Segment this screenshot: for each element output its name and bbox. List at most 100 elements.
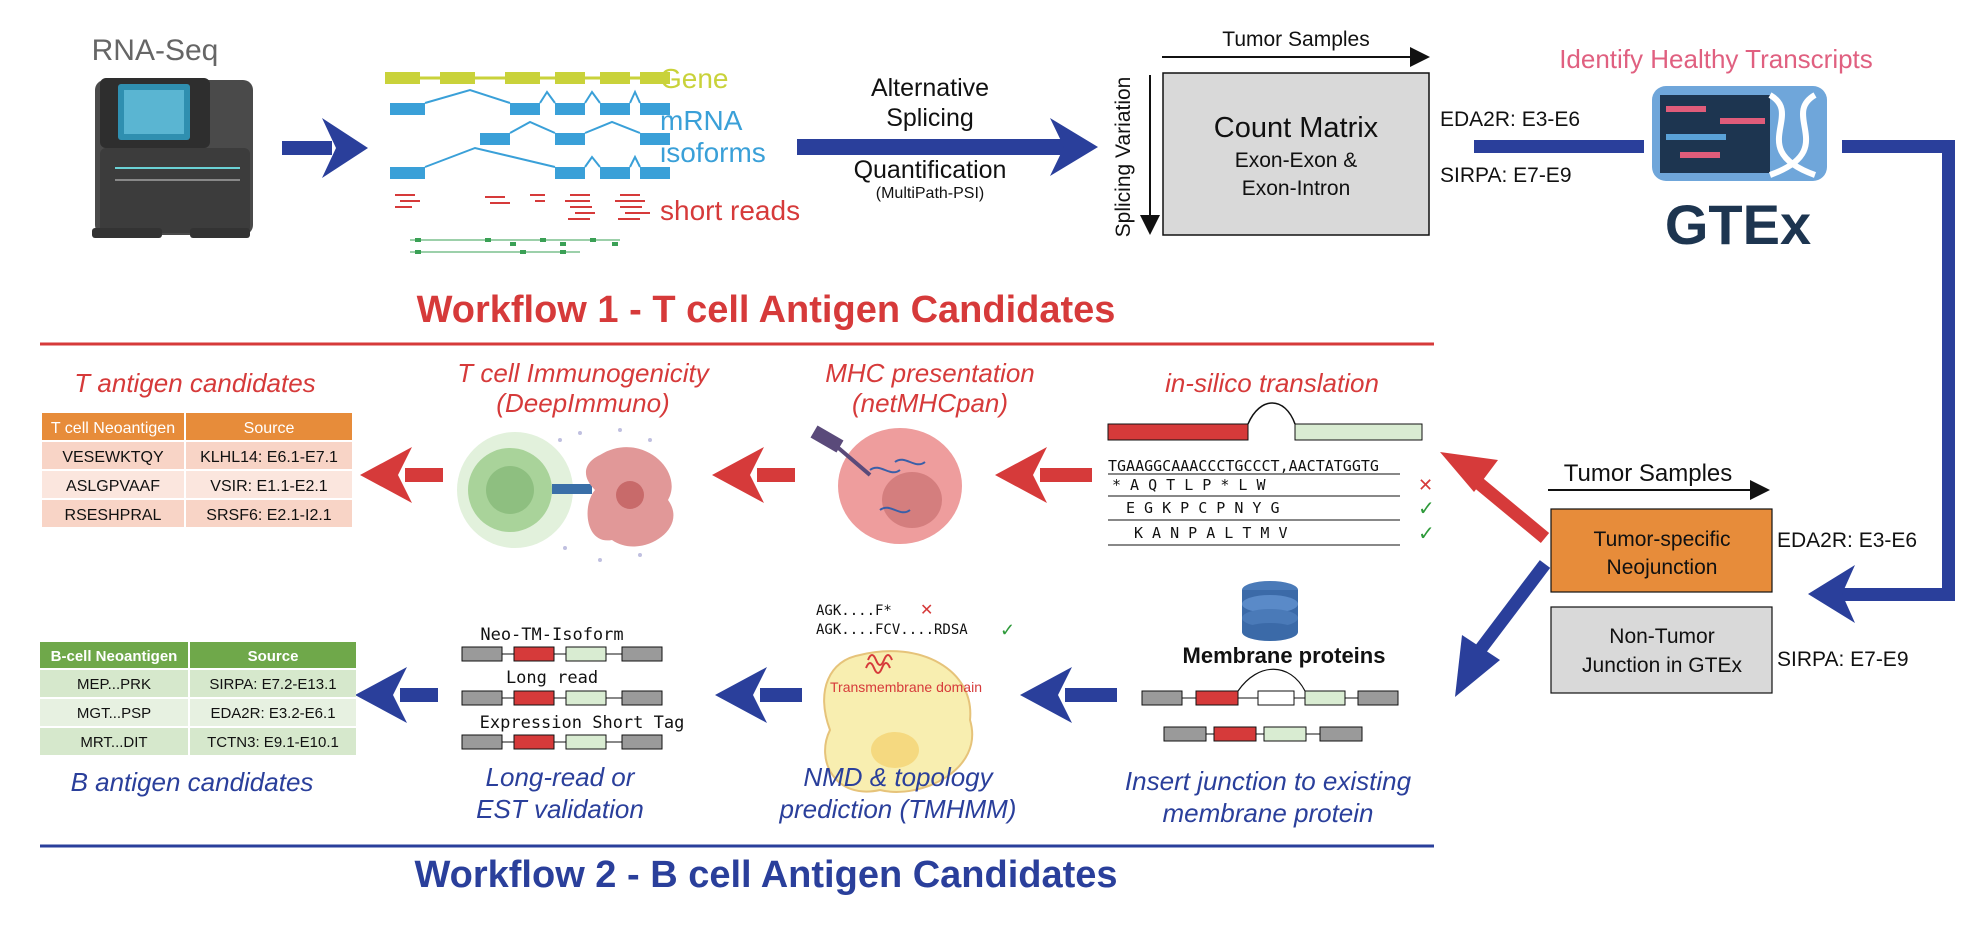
tumor-specific-label-1: Tumor-specific xyxy=(1594,528,1731,551)
frame-2-check-icon: ✓ xyxy=(1418,498,1435,520)
arrow-nmd-to-validation xyxy=(715,667,802,723)
quantification-label: Quantification xyxy=(854,156,1007,184)
b-table-header-neoantigen: B-cell Neoantigen xyxy=(51,648,178,665)
short-reads-label: short reads xyxy=(660,195,800,226)
t-table-header-neoantigen: T cell Neoantigen xyxy=(51,420,175,437)
table-row: VESEWKTQY xyxy=(62,449,164,466)
multipath-label: (MultiPath-PSI) xyxy=(876,185,984,202)
immunogenicity-label-2: (DeepImmuno) xyxy=(496,388,669,418)
table-row: KLHL14: E6.1-E7.1 xyxy=(200,449,338,466)
count-matrix-sub-2: Exon-Intron xyxy=(1242,177,1351,200)
workflow2-title: Workflow 2 - B cell Antigen Candidates xyxy=(414,854,1117,896)
frame-3: K A N P A L T M V xyxy=(1134,524,1288,542)
database-icon xyxy=(1242,581,1298,641)
est-isoform xyxy=(461,734,663,750)
translation-label: in-silico translation xyxy=(1165,368,1379,398)
eda2r-label-right: EDA2R: E3-E6 xyxy=(1777,529,1917,552)
b-candidates-label: B antigen candidates xyxy=(71,767,314,797)
table-row: VSIR: E1.1-E2.1 xyxy=(210,478,327,495)
non-tumor-box xyxy=(1550,606,1773,694)
arrow-immuno-to-table xyxy=(360,447,443,503)
non-tumor-label-1: Non-Tumor xyxy=(1609,625,1714,648)
nmd-check-icon: ✓ xyxy=(1000,620,1015,640)
tumor-samples-label-right: Tumor Samples xyxy=(1564,460,1733,487)
frame-1-x-icon: ✕ xyxy=(1418,475,1433,495)
membrane-exon-diagram xyxy=(1141,668,1399,742)
mhc-cell-icon xyxy=(810,425,962,544)
table-row: MGT...PSP xyxy=(77,705,151,722)
identify-healthy-label: Identify Healthy Transcripts xyxy=(1559,44,1873,74)
eda2r-label-top: EDA2R: E3-E6 xyxy=(1440,108,1580,131)
frame-2: E G K P C P N Y G xyxy=(1126,499,1280,517)
nmd-seq-2: AGK....FCV....RDSA xyxy=(816,622,968,638)
tumor-specific-label-2: Neojunction xyxy=(1607,556,1718,579)
lr-label-1: Long-read or xyxy=(486,762,636,792)
arrow-neojunction-to-translation xyxy=(1440,452,1550,544)
table-row: TCTN3: E9.1-E10.1 xyxy=(207,734,339,751)
count-matrix-title: Count Matrix xyxy=(1214,112,1379,144)
sirpa-label-top: SIRPA: E7-E9 xyxy=(1440,164,1572,187)
mhc-label-2: (netMHCpan) xyxy=(852,388,1008,418)
long-read-label: Long read xyxy=(506,668,598,688)
gtex-logo-icon xyxy=(1652,86,1827,181)
nmd-label-1: NMD & topology xyxy=(803,762,994,792)
tumor-specific-box xyxy=(1550,508,1773,593)
count-matrix-box xyxy=(1162,72,1430,236)
lr-label-2: EST validation xyxy=(476,794,644,824)
alt-splicing-label-2: Splicing xyxy=(886,104,974,132)
immunogenicity-label-1: T cell Immunogenicity xyxy=(457,358,710,388)
mrna-label: mRNA xyxy=(660,105,743,136)
nmd-x-icon: ✕ xyxy=(920,602,933,619)
arrow-isoforms-to-matrix xyxy=(797,118,1098,176)
table-row: MEP...PRK xyxy=(77,676,151,693)
alt-splicing-label-1: Alternative xyxy=(871,74,989,102)
membrane-proteins-label: Membrane proteins xyxy=(1183,643,1386,668)
arrow-gtex-to-nontumor xyxy=(1808,140,1955,623)
t-candidates-label: T antigen candidates xyxy=(74,368,315,398)
tm-domain-label: Transmembrane domain xyxy=(830,679,982,695)
isoforms-label: isoforms xyxy=(660,137,766,168)
frame-1: * A Q T L P * L W xyxy=(1112,476,1266,494)
dna-sequence: TGAAGGCAAACCCTGCCCT,AACTATGGTG xyxy=(1108,457,1379,475)
transmembrane-cell-icon xyxy=(823,650,974,793)
sequencer-icon xyxy=(92,78,253,238)
insert-label-1: Insert junction to existing xyxy=(1125,766,1412,796)
t-cell-table: T cell Neoantigen Source VESEWKTQY KLHL1… xyxy=(42,413,352,527)
count-matrix-sub-1: Exon-Exon & xyxy=(1235,149,1358,172)
gene-label: Gene xyxy=(660,63,729,94)
table-row: MRT...DIT xyxy=(80,734,147,751)
table-row: RSESHPRAL xyxy=(65,507,162,524)
arrow-validation-to-btable xyxy=(355,667,438,723)
arrow-translation-to-mhc xyxy=(995,447,1092,503)
tumor-samples-label-top: Tumor Samples xyxy=(1222,28,1369,51)
sirpa-label-right: SIRPA: E7-E9 xyxy=(1777,648,1909,671)
table-row: ASLGPVAAF xyxy=(66,478,160,495)
b-table-header-source: Source xyxy=(248,648,299,665)
neo-tm-isoform xyxy=(461,646,663,662)
translation-exon-diagram xyxy=(1107,402,1423,441)
tcell-interaction-icon xyxy=(457,428,674,562)
arrow-neojunction-to-membrane xyxy=(1455,560,1551,697)
arrow-membrane-to-nmd xyxy=(1020,667,1117,723)
workflow1-title: Workflow 1 - T cell Antigen Candidates xyxy=(417,289,1116,331)
t-table-header-source: Source xyxy=(244,420,295,437)
mhc-label-1: MHC presentation xyxy=(825,358,1035,388)
arrow-mhc-to-immuno xyxy=(712,447,795,503)
splicing-variation-label: Splicing Variation xyxy=(1112,77,1135,238)
long-read-isoform xyxy=(461,690,663,706)
table-row: SRSF6: E2.1-I2.1 xyxy=(206,507,331,524)
rnaseq-label: RNA-Seq xyxy=(92,34,219,67)
nmd-seq-1: AGK....F* xyxy=(816,603,892,619)
insert-label-2: membrane protein xyxy=(1163,798,1374,828)
gtex-logo-text: GTEx xyxy=(1665,193,1811,256)
matrix-to-gtex-connector xyxy=(1474,140,1644,153)
neo-tm-label: Neo-TM-Isoform xyxy=(480,625,623,645)
b-cell-table: B-cell Neoantigen Source MEP...PRK SIRPA… xyxy=(40,642,356,755)
frame-3-check-icon: ✓ xyxy=(1418,523,1435,545)
isoform-diagram xyxy=(385,72,670,254)
arrow-rnaseq-to-isoforms xyxy=(282,118,368,178)
est-label: Expression Short Tag xyxy=(480,713,685,733)
nmd-label-2: prediction (TMHMM) xyxy=(779,794,1017,824)
non-tumor-label-2: Junction in GTEx xyxy=(1582,654,1742,677)
